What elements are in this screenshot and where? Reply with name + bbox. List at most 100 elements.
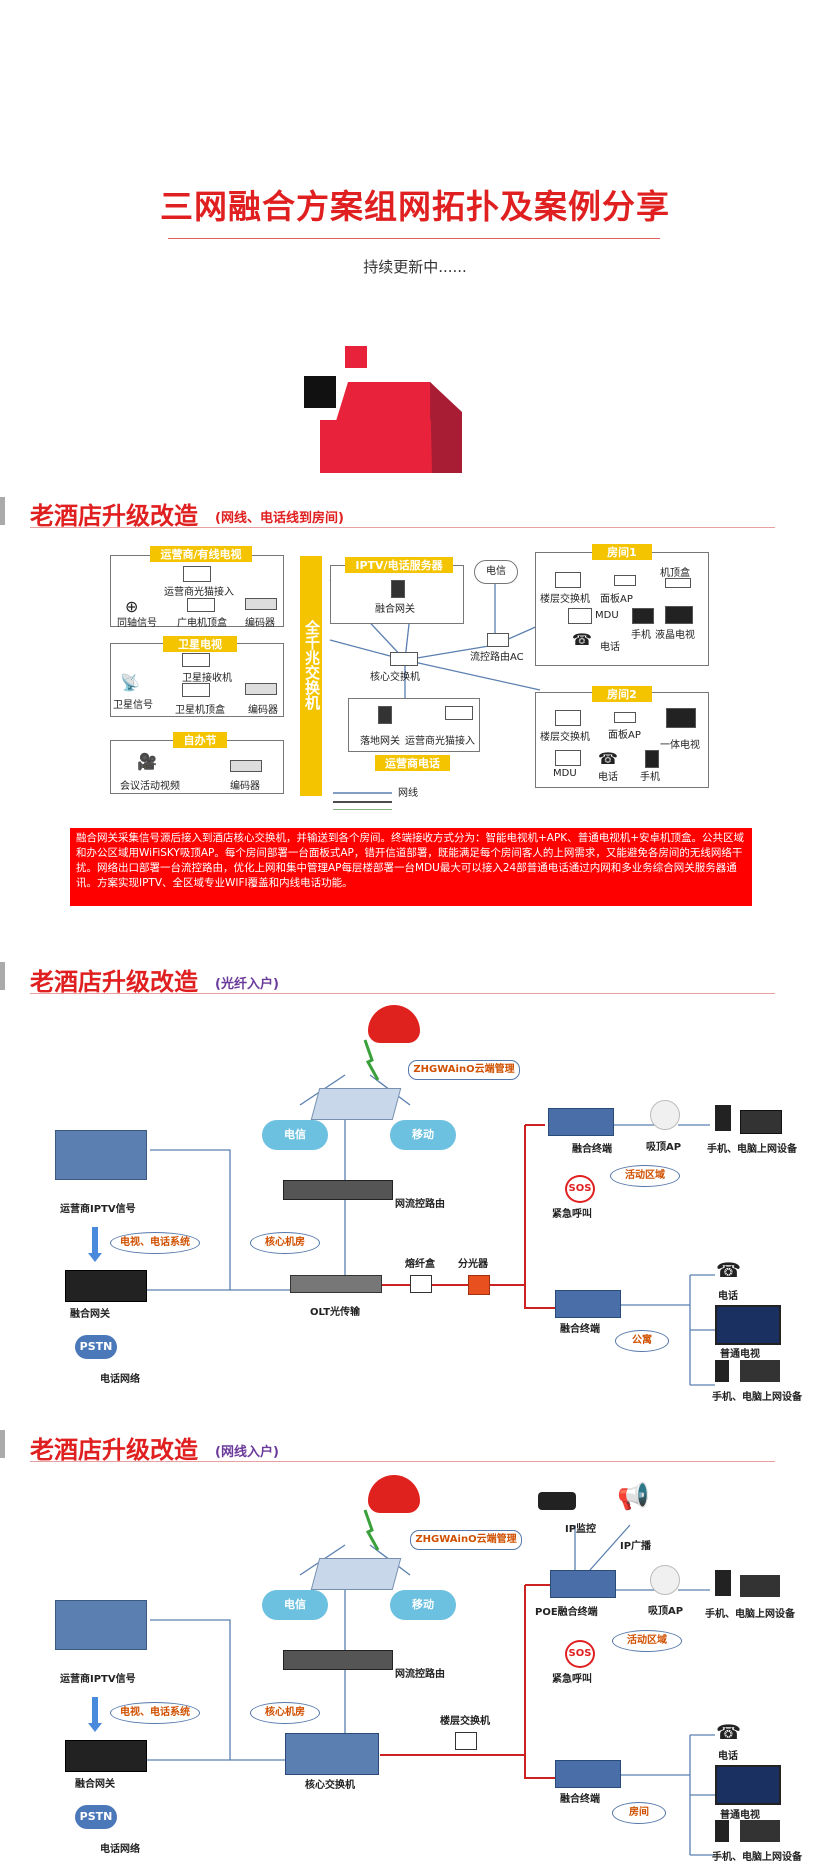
fusion-gw-server-icon — [391, 580, 405, 598]
video-camera-icon: 🎥 — [137, 752, 157, 771]
poe-term-icon — [550, 1570, 616, 1598]
op-fiber-cat-label: 运营商光猫接入 — [164, 587, 234, 598]
fusion-term2-icon — [555, 1760, 621, 1788]
fusion-term1-icon — [548, 1108, 614, 1136]
apartment-label: 公寓 — [615, 1330, 669, 1352]
op-fiber-cat2-icon — [445, 706, 473, 720]
section1-note: 融合网关采集信号源后接入到酒店核心交换机，并输送到各个房间。终端接收方式分为：智… — [70, 828, 752, 906]
group-room1-badge: 房间1 — [592, 544, 652, 560]
encoder1-icon — [245, 598, 277, 610]
section2-subtitle: (光纤入户) — [215, 977, 279, 992]
section1-divider — [30, 527, 775, 528]
core-switch-icon — [285, 1733, 379, 1775]
r1-lcd-label: 液晶电视 — [655, 630, 695, 641]
r1-mdu-icon — [568, 608, 592, 624]
section3-diagram: ZHGWAinO云端管理 IP监控 📢 IP广播 电信 移动 网流控路由 运营商… — [0, 1470, 830, 1865]
ceiling-ap-label: 吸顶AP — [648, 1606, 684, 1617]
core-room-label: 核心机房 — [250, 1232, 320, 1254]
fusion-gw-label: 融合网关 — [75, 1779, 115, 1790]
laptop-icon — [740, 1575, 780, 1597]
phone-net-label: 电话网络 — [100, 1374, 140, 1385]
coax-icon: ⊕ — [125, 597, 139, 616]
fusion-term2-label: 融合终端 — [560, 1324, 600, 1335]
telephone-icon: ☎ — [716, 1258, 741, 1282]
core-switch-icon — [390, 652, 418, 666]
flow-router-icon — [487, 633, 509, 647]
sat-receiver-label: 卫星接收机 — [182, 673, 232, 684]
group-self-media-badge: 自办节 — [173, 732, 227, 748]
r1-floor-switch-icon — [555, 572, 581, 588]
r2-telephone-icon: ☎ — [598, 749, 618, 768]
r2-floor-switch-label: 楼层交换机 — [540, 732, 590, 743]
section2-title: 老酒店升级改造 — [30, 968, 198, 996]
room-label: 房间 — [612, 1802, 666, 1824]
tv-icon — [715, 1765, 781, 1805]
r2-tel-label: 电话 — [598, 772, 618, 783]
section1-title: 老酒店升级改造 — [30, 502, 198, 530]
sat-stb-icon — [182, 683, 210, 697]
ip-broadcast-label: IP广播 — [620, 1541, 652, 1552]
mobile2-icon — [715, 1360, 729, 1382]
satellite-dish-icon: 📡 — [120, 673, 140, 692]
r1-stb-label: 机顶盒 — [660, 568, 690, 579]
activity-label: 活动区域 — [610, 1165, 680, 1187]
sat-stb-label: 卫星机顶盒 — [175, 705, 225, 716]
r1-tel-label: 电话 — [600, 642, 620, 653]
sos-icon: SOS — [565, 1175, 595, 1203]
r1-mdu-label: MDU — [595, 610, 619, 621]
r1-mobile-label: 手机 — [631, 630, 651, 641]
section2-diagram: ZHGWAinO云端管理 电信 移动 网流控路由 运营商IPTV信号 电视、电话… — [0, 1000, 830, 1403]
r2-mobile-label: 手机 — [640, 772, 660, 783]
group-satellite-badge: 卫星电视 — [163, 636, 237, 652]
devices2-label: 手机、电脑上网设备 — [712, 1852, 802, 1863]
floor-switch-label: 楼层交换机 — [440, 1716, 490, 1727]
group-operator-phone-badge: 运营商电话 — [375, 755, 450, 771]
r1-telephone-icon: ☎ — [572, 630, 592, 649]
op-iptv-label: 运营商IPTV信号 — [60, 1674, 136, 1685]
fusion-gw-icon — [65, 1740, 147, 1772]
normal-tv-label: 普通电视 — [720, 1810, 760, 1821]
olt-icon — [290, 1275, 382, 1293]
tel-label: 电话 — [718, 1291, 738, 1302]
poe-term-label: POE融合终端 — [535, 1607, 598, 1618]
floor-switch-icon — [455, 1732, 477, 1750]
laptop2-icon — [740, 1360, 780, 1382]
r2-panel-ap-icon — [614, 712, 636, 723]
splice-box-icon — [410, 1275, 432, 1293]
flow-router-icon — [283, 1180, 393, 1200]
olt-label: OLT光传输 — [310, 1307, 361, 1318]
group-operator-cable-badge: 运营商/有线电视 — [150, 546, 252, 562]
ceiling-ap-icon — [650, 1565, 680, 1595]
r2-aio-label: 一体电视 — [660, 740, 700, 751]
section1-marker — [0, 497, 5, 525]
r1-floor-switch-label: 楼层交换机 — [540, 594, 590, 605]
section3-marker — [0, 1430, 5, 1458]
managed-switch-icon — [310, 1558, 402, 1590]
telecom-cloud: 电信 — [474, 560, 518, 584]
section1-diagram: 运营商/有线电视 运营商光猫接入 ⊕ 同轴信号 广电机顶盒 编码器 卫星电视 卫… — [0, 540, 830, 810]
group-room2-badge: 房间2 — [592, 686, 652, 702]
r1-mobile-icon — [632, 608, 654, 624]
conference-label: 会议活动视频 — [120, 781, 180, 792]
flow-router-icon — [283, 1650, 393, 1670]
sos-icon: SOS — [565, 1640, 595, 1668]
tel-label: 电话 — [718, 1751, 738, 1762]
page-title: 三网融合方案组网拓扑及案例分享 — [160, 187, 670, 226]
cable-stb-icon — [187, 598, 215, 612]
title-divider — [168, 238, 660, 239]
landing-gw-label: 落地网关 — [360, 736, 400, 747]
core-switch-label: 核心交换机 — [305, 1780, 355, 1791]
r1-panel-ap-icon — [614, 575, 636, 586]
op-iptv-icon — [55, 1130, 147, 1180]
cloud-mgmt-label: ZHGWAinO云端管理 — [410, 1530, 522, 1550]
encoder2-icon — [245, 683, 277, 695]
pstn-bubble: PSTN — [75, 1335, 117, 1359]
group-iptv-server-badge: IPTV/电话服务器 — [345, 557, 453, 573]
flow-router-label: 网流控路由 — [395, 1669, 445, 1680]
pstn-bubble: PSTN — [75, 1805, 117, 1829]
tv-phone-sys-label: 电视、电话系统 — [110, 1702, 200, 1724]
managed-switch-icon — [310, 1088, 402, 1120]
fiber-modem-icon — [183, 566, 211, 582]
emergency-label: 紧急呼叫 — [552, 1674, 592, 1685]
mobile-icon — [715, 1105, 731, 1131]
